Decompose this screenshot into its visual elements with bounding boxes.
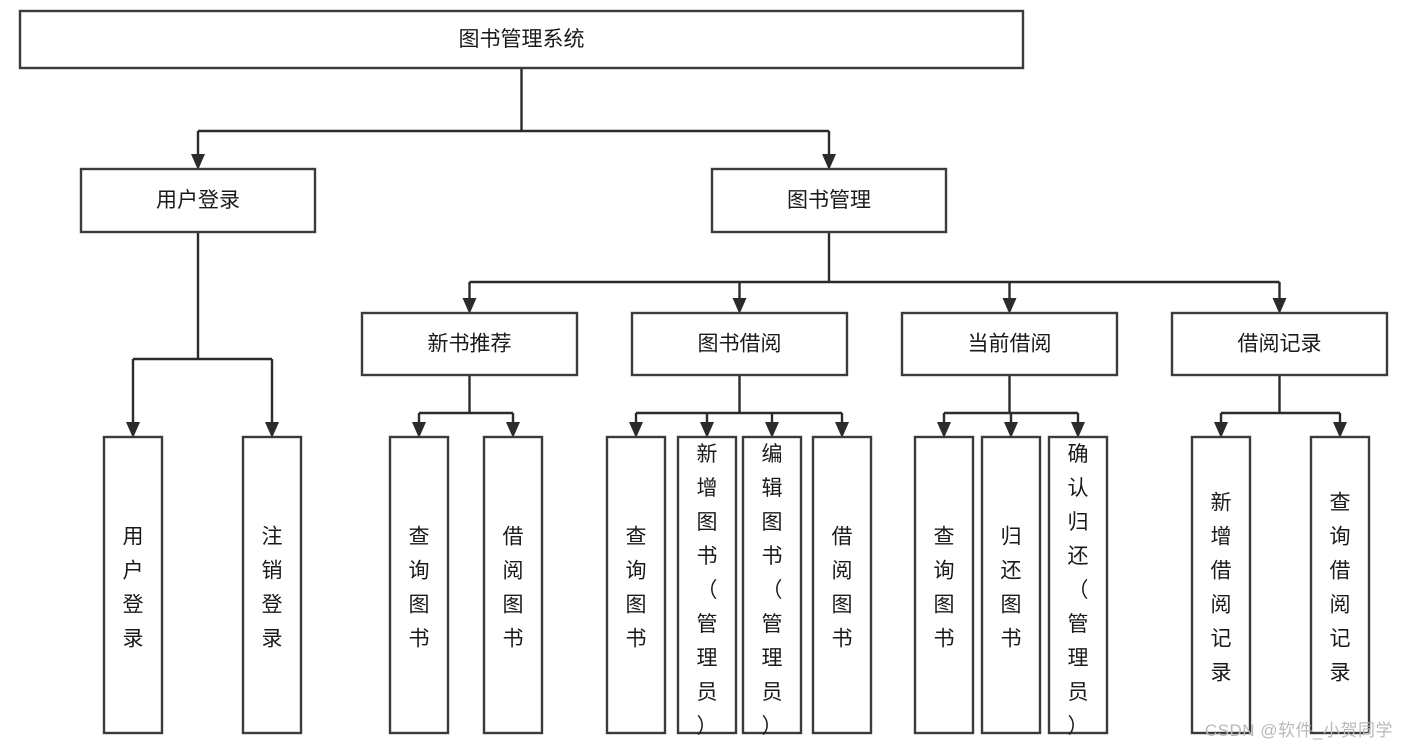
node-box-root	[18, 9, 1025, 70]
arrow-head-icon	[835, 422, 849, 438]
node-label-book-borrow: 图书借阅	[698, 333, 782, 356]
node-label-leaf-add-record: 新增借阅记录	[1211, 492, 1232, 685]
node-label-leaf-borrow-book: 借阅图书	[832, 526, 853, 651]
connector-group-book-manage	[462, 232, 1287, 314]
node-book-manage[interactable]: 图书管理	[710, 167, 948, 234]
node-user-login[interactable]: 用户登录	[79, 167, 317, 234]
node-label-leaf-query-book: 查询图书	[626, 526, 647, 651]
connector-group-current-borrow	[937, 375, 1085, 438]
node-leaf-return-book[interactable]: 归还图书	[980, 435, 1042, 735]
arrow-head-icon	[1002, 298, 1017, 314]
node-leaf-user-logout[interactable]: 注销登录	[241, 435, 303, 735]
arrow-head-icon	[1272, 298, 1287, 314]
node-leaf-query-record[interactable]: 查询借阅记录	[1309, 435, 1371, 735]
arrow-head-icon	[462, 298, 477, 314]
node-label-leaf-edit-book: 编辑图书（管理员）	[762, 443, 783, 738]
node-leaf-add-book[interactable]: 新增图书（管理员）	[676, 435, 738, 738]
arrow-head-icon	[822, 154, 836, 170]
arrow-head-icon	[629, 422, 643, 438]
node-label-leaf-user-login: 用户登录	[123, 526, 144, 651]
node-leaf-add-record[interactable]: 新增借阅记录	[1190, 435, 1252, 735]
node-box-leaf-query-book-rec	[388, 435, 450, 735]
node-box-leaf-return-book	[980, 435, 1042, 735]
connector-group-root	[191, 68, 836, 170]
node-label-leaf-confirm-return: 确认归还（管理员）	[1068, 443, 1089, 738]
node-box-leaf-add-record	[1190, 435, 1252, 735]
node-label-leaf-query-book-cur: 查询图书	[934, 526, 955, 651]
node-label-leaf-add-book: 新增图书（管理员）	[697, 443, 718, 738]
node-leaf-confirm-return[interactable]: 确认归还（管理员）	[1047, 435, 1109, 738]
node-label-leaf-user-logout: 注销登录	[262, 526, 283, 651]
watermark-text: CSDN @软件_小贺同学	[1204, 721, 1393, 740]
node-box-leaf-borrow-book	[811, 435, 873, 735]
arrow-head-icon	[506, 422, 520, 438]
node-box-user-login	[79, 167, 317, 234]
node-label-leaf-return-book: 归还图书	[1001, 526, 1022, 651]
arrow-head-icon	[732, 298, 747, 314]
node-new-book-rec[interactable]: 新书推荐	[360, 311, 579, 377]
arrow-head-icon	[265, 422, 279, 438]
arrow-head-icon	[937, 422, 951, 438]
node-box-leaf-confirm-return	[1047, 435, 1109, 735]
arrow-head-icon	[1214, 422, 1228, 438]
node-current-borrow[interactable]: 当前借阅	[900, 311, 1119, 377]
node-label-root: 图书管理系统	[459, 28, 585, 51]
node-label-borrow-record: 借阅记录	[1238, 333, 1322, 356]
connector-layer	[126, 68, 1347, 438]
arrow-head-icon	[191, 154, 205, 170]
node-book-borrow[interactable]: 图书借阅	[630, 311, 849, 377]
node-layer: 图书管理系统用户登录图书管理新书推荐图书借阅当前借阅借阅记录用户登录注销登录查询…	[18, 9, 1389, 738]
node-leaf-borrow-book-rec[interactable]: 借阅图书	[482, 435, 544, 735]
connector-group-borrow-record	[1214, 375, 1347, 438]
node-label-user-login: 用户登录	[156, 189, 240, 212]
connector-group-new-book-rec	[412, 375, 520, 438]
node-borrow-record[interactable]: 借阅记录	[1170, 311, 1389, 377]
node-box-leaf-add-book	[676, 435, 738, 735]
node-box-leaf-query-book-cur	[913, 435, 975, 735]
node-box-leaf-query-record	[1309, 435, 1371, 735]
arrow-head-icon	[1071, 422, 1085, 438]
node-root[interactable]: 图书管理系统	[18, 9, 1025, 70]
node-label-current-borrow: 当前借阅	[968, 333, 1052, 356]
node-label-book-manage: 图书管理	[787, 189, 871, 212]
node-box-leaf-edit-book	[741, 435, 803, 735]
node-box-book-borrow	[630, 311, 849, 377]
node-box-new-book-rec	[360, 311, 579, 377]
node-box-leaf-user-login	[102, 435, 164, 735]
arrow-head-icon	[126, 422, 140, 438]
node-leaf-edit-book[interactable]: 编辑图书（管理员）	[741, 435, 803, 738]
node-label-leaf-query-record: 查询借阅记录	[1330, 492, 1351, 685]
node-box-leaf-user-logout	[241, 435, 303, 735]
connector-group-user-login	[126, 232, 279, 438]
node-label-leaf-borrow-book-rec: 借阅图书	[503, 526, 524, 651]
node-box-borrow-record	[1170, 311, 1389, 377]
arrow-head-icon	[700, 422, 714, 438]
arrow-head-icon	[765, 422, 779, 438]
node-leaf-query-book-cur[interactable]: 查询图书	[913, 435, 975, 735]
node-label-leaf-query-book-rec: 查询图书	[409, 526, 430, 651]
arrow-head-icon	[1004, 422, 1018, 438]
connector-group-book-borrow	[629, 375, 849, 438]
node-leaf-query-book-rec[interactable]: 查询图书	[388, 435, 450, 735]
node-leaf-user-login[interactable]: 用户登录	[102, 435, 164, 735]
arrow-head-icon	[412, 422, 426, 438]
node-leaf-query-book[interactable]: 查询图书	[605, 435, 667, 735]
node-box-book-manage	[710, 167, 948, 234]
node-box-leaf-query-book	[605, 435, 667, 735]
node-leaf-borrow-book[interactable]: 借阅图书	[811, 435, 873, 735]
arrow-head-icon	[1333, 422, 1347, 438]
node-box-leaf-borrow-book-rec	[482, 435, 544, 735]
node-label-new-book-rec: 新书推荐	[428, 333, 512, 356]
node-box-current-borrow	[900, 311, 1119, 377]
